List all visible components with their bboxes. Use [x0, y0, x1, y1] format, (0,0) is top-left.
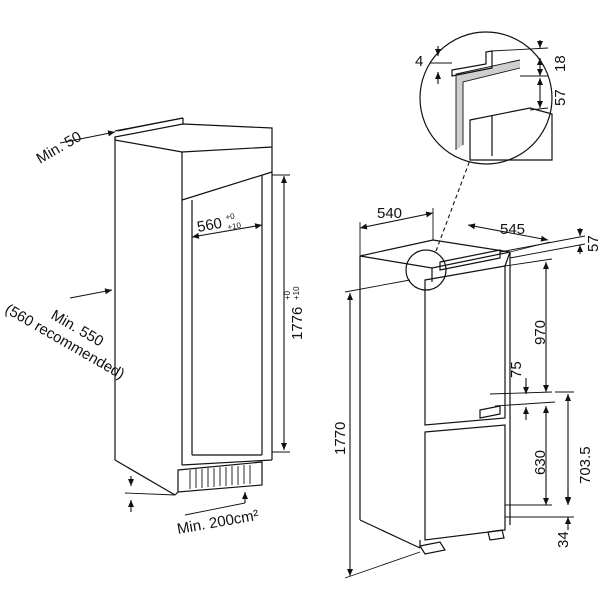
d18-ext-top [491, 47, 549, 52]
h75-ext [494, 401, 556, 407]
cabinet-top-panel-bottom [181, 171, 273, 201]
detail-panel [469, 107, 553, 161]
h34-label: 34 [555, 531, 572, 548]
width560-tol-bottom: +10 [227, 221, 242, 232]
d18-label: 18 [552, 55, 569, 72]
appliance-right-top [504, 251, 511, 267]
width560-tol-top: +0 [225, 211, 236, 222]
appliance-bottom-left [359, 519, 421, 549]
height1776-label: 1776 [289, 307, 306, 340]
detail-profile-shade [456, 60, 520, 150]
h1770-ext-top [344, 279, 411, 293]
o57-ext-top [499, 235, 586, 253]
height1776-tol-top: +0 [283, 290, 292, 300]
w540-dim [359, 211, 434, 230]
detail-profile-inner [462, 67, 521, 145]
h970-ext-bottom [489, 391, 553, 395]
detail-callout-circle [405, 249, 447, 291]
height1776-tol-bottom: +10 [292, 286, 301, 300]
bottom-gap-ext [124, 492, 176, 496]
plinth-corner [174, 491, 179, 496]
cabinet-top-face [114, 123, 273, 153]
min50-arrow [59, 130, 116, 144]
min550-arrow [69, 288, 113, 299]
d57-ext-bottom [529, 107, 549, 111]
appliance-top-face [359, 239, 511, 269]
middle-hinge [479, 405, 501, 419]
h970-label: 970 [532, 320, 549, 345]
fridge-door [424, 265, 506, 426]
h7035-label: 703.5 [577, 446, 594, 484]
vent-label: Min. 200cm² [176, 507, 260, 538]
detail-profile-outer [455, 59, 521, 150]
min50-label: Min. 50 [34, 128, 85, 167]
niche-base [181, 459, 273, 466]
h630-label: 630 [532, 450, 549, 475]
h1770-label: 1770 [332, 422, 349, 455]
width560-label: 560 [196, 215, 224, 236]
front-foot [419, 541, 446, 555]
rear-foot [487, 529, 505, 541]
d545-dim [467, 223, 549, 242]
h970-ext [504, 258, 553, 267]
detail-magnifier: 4 18 57 [415, 31, 569, 165]
top-hinge [439, 249, 501, 271]
width560-dim [191, 223, 263, 239]
detail-callout-leader [435, 159, 471, 252]
d545-label: 545 [500, 221, 525, 238]
cabinet-drawing: Min. 50 Min. 550 (560 recommended) 560 +… [2, 117, 306, 538]
h75-label: 75 [508, 361, 525, 378]
plinth-vent [177, 461, 263, 493]
cabinet-bottom-edge [114, 459, 176, 496]
detail-circle [419, 31, 553, 165]
min50-ext [117, 117, 184, 132]
d57-label: 57 [552, 89, 569, 106]
d4-label: 4 [415, 53, 423, 70]
appliance-drawing: 540 545 57 1770 970 75 630 703.5 [332, 159, 600, 579]
w540-label: 540 [377, 205, 402, 222]
o57-ext-bottom [509, 243, 586, 259]
freezer-door [424, 424, 506, 541]
vent-slots [189, 465, 251, 489]
o57-label: 57 [585, 235, 600, 252]
h1770-ext-bottom [344, 551, 421, 579]
vent-leader [184, 502, 246, 516]
